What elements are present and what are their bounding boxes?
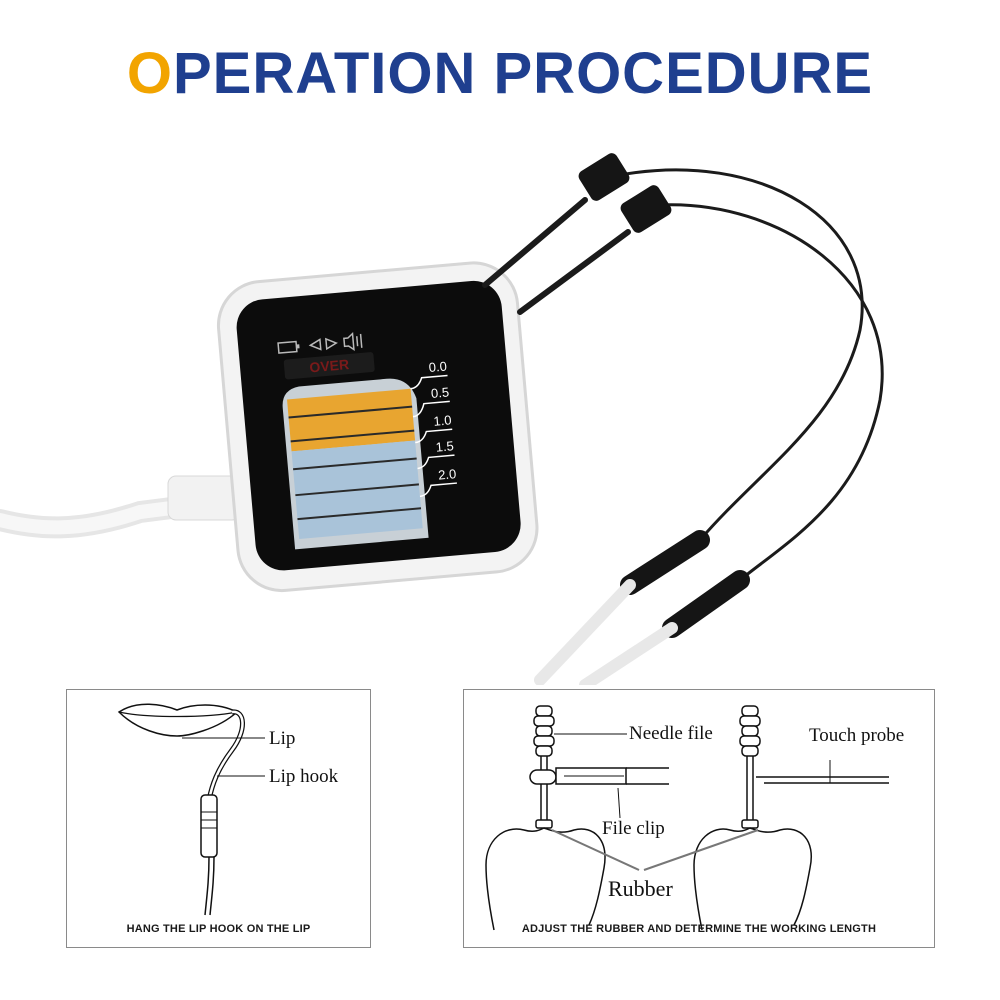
lip-hook-panel: Lip Lip hook HANG THE LIP HOOK ON THE LI… [66,689,371,948]
title-rest: PERATION PROCEDURE [173,41,874,106]
tooth-right [693,827,812,931]
product-photo: OVER 0.0 0.5 1.0 1.5 2.0 [0,153,884,685]
touch-probe-drawing [756,760,889,784]
needle-file-drawing [533,705,555,820]
scale-tick-4: 2.0 [438,466,457,483]
title-first-letter: O [126,41,173,106]
status-text: OVER [309,356,350,375]
touch-probe-label: Touch probe [809,725,905,746]
battery-icon [277,340,300,354]
working-length-diagram [485,705,889,931]
scale-tick-2: 1.0 [433,412,452,429]
lip-label: Lip [269,728,296,749]
lip-hook-caption: HANG THE LIP HOOK ON THE LIP [126,923,311,935]
file-clip-drawing [529,767,669,785]
needle-file-label: Needle file [629,723,713,744]
rubber-stop-left [535,819,553,829]
depth-display [282,378,429,550]
scale-tick-3: 1.5 [435,438,454,455]
scale-tick-0: 0.0 [428,359,447,376]
rubber-label: Rubber [608,876,673,901]
direction-arrows-icon [308,337,338,351]
apex-locator-device: OVER 0.0 0.5 1.0 1.5 2.0 [216,261,539,593]
lip-drawing [117,703,239,737]
rubber-stop-right [741,819,759,829]
speaker-icon [343,331,363,352]
working-length-panel: Needle file Touch probe File clip Rubber… [463,689,935,948]
lip-hook-drawing [200,709,245,916]
needle-file-drawing-right [739,705,761,820]
lip-hook-label: Lip hook [269,766,339,787]
lip-hook-diagram [117,703,265,916]
usb-cable [0,475,241,539]
file-clip-label: File clip [602,818,665,839]
tooth-left [485,827,606,931]
probe-cables [482,153,884,685]
working-length-caption: ADJUST THE RUBBER AND DETERMINE THE WORK… [521,923,877,935]
scale-tick-1: 0.5 [430,384,449,401]
page-title: OPERATION PROCEDURE [0,40,1000,107]
